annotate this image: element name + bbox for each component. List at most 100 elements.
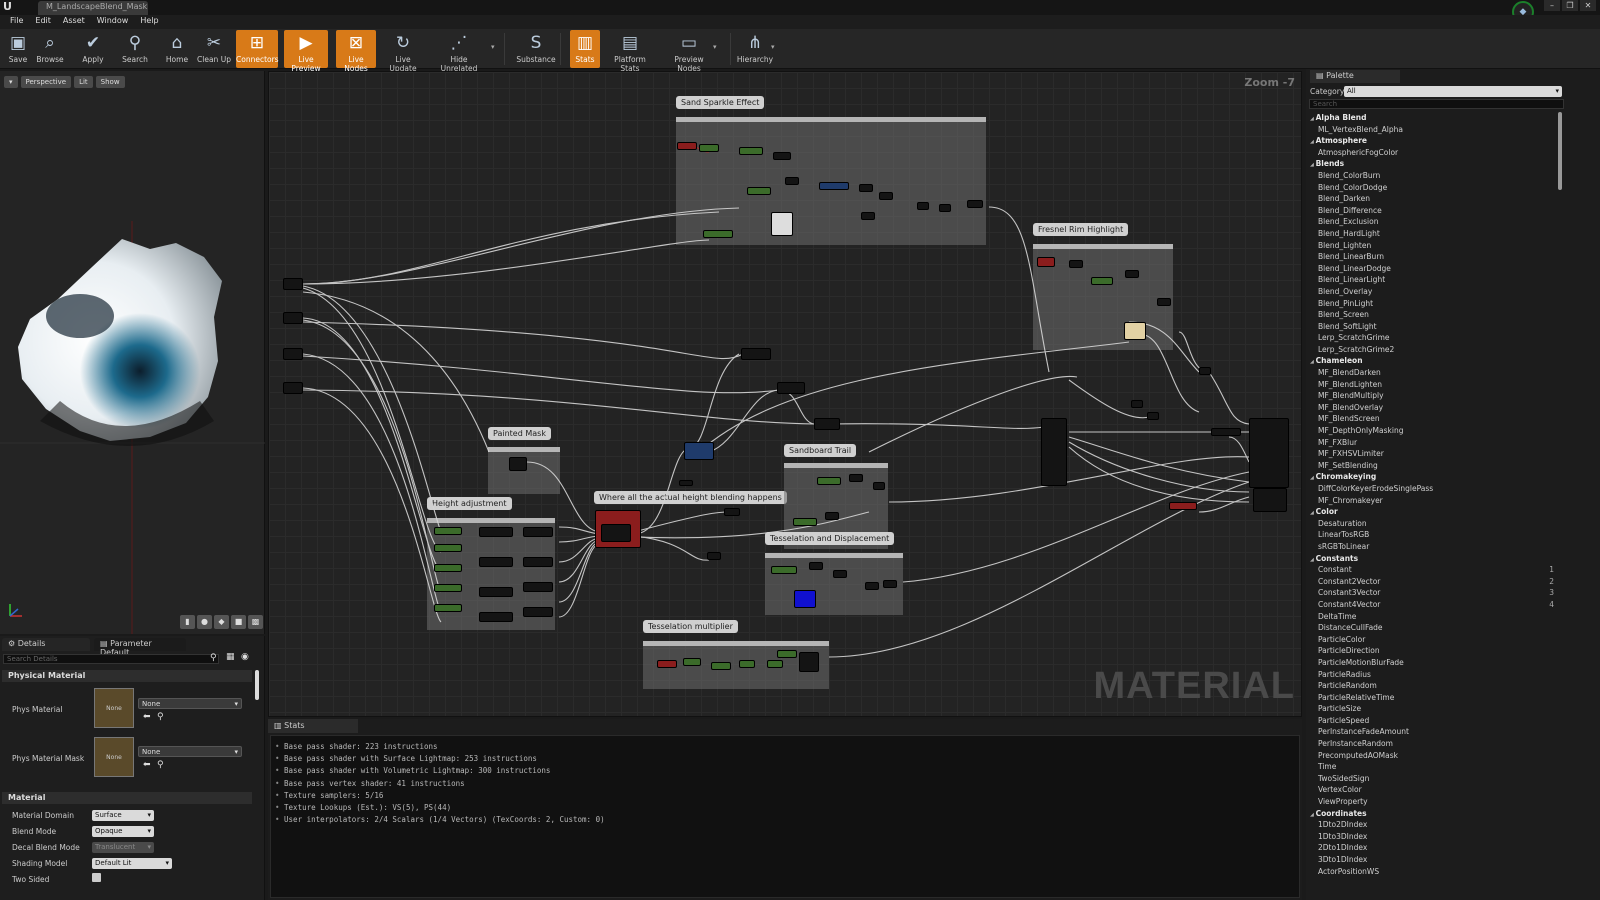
comment-box-fresnel[interactable] [1033,244,1173,350]
palette-item[interactable]: PrecomputedAOMask [1308,750,1558,762]
palette-item[interactable]: Blend_Exclusion [1308,216,1558,228]
palette-item[interactable]: MF_BlendMultiply [1308,390,1558,402]
menu-file[interactable]: File [10,16,24,25]
show-button[interactable]: Show [95,76,125,88]
graph-node[interactable] [283,312,303,324]
graph-node[interactable] [724,508,740,516]
graph-node[interactable] [741,348,771,360]
view-grid-icon[interactable]: ▦ [226,652,235,662]
phys-material-thumbnail[interactable]: None [94,688,134,728]
palette-scrollbar[interactable] [1558,112,1562,190]
graph-node[interactable] [1091,277,1113,285]
shading-model-select[interactable]: Default Lit [92,858,172,869]
apply-button[interactable]: ✔Apply [80,30,106,68]
graph-node[interactable] [434,527,462,535]
live-preview-button[interactable]: ▶Live Preview [284,30,328,73]
palette-category[interactable]: Color [1308,506,1558,518]
graph-node[interactable] [684,442,714,460]
plane-icon[interactable]: ◆ [214,615,229,629]
graph-node[interactable] [1125,270,1139,278]
perspective-button[interactable]: Perspective [20,76,72,88]
comment-box-sand-sparkle[interactable] [676,117,986,245]
palette-item[interactable]: ParticleDirection [1308,645,1558,657]
menu-asset[interactable]: Asset [62,16,85,25]
palette-item[interactable]: Blend_ColorDodge [1308,182,1558,194]
graph-node[interactable] [873,482,885,490]
graph-node[interactable] [707,552,721,560]
graph-node[interactable] [809,562,823,570]
graph-node[interactable] [739,147,763,155]
close-button[interactable]: ✕ [1580,0,1596,11]
palette-item[interactable]: MF_FXBlur [1308,437,1558,449]
comment-box-tesselation-displacement[interactable] [765,553,903,615]
comment-title-tesselation-displacement[interactable]: Tesselation and Displacement [765,532,895,545]
graph-node[interactable] [523,582,553,592]
comment-title-sandboard-trail[interactable]: Sandboard Trail [784,444,857,457]
use-selected-arrow-icon[interactable]: ⬅ [143,760,151,770]
browse-magnifier-icon[interactable]: ⚲ [157,760,164,770]
texture-sample-node[interactable] [771,212,793,236]
palette-item[interactable]: Desaturation [1308,518,1558,530]
palette-category[interactable]: Constants [1308,553,1558,565]
graph-node[interactable] [283,278,303,290]
palette-item[interactable]: LinearTosRGB [1308,529,1558,541]
platform-stats-button[interactable]: ▤Platform Stats [606,30,654,73]
palette-item[interactable]: Blend_PinLight [1308,298,1558,310]
connectors-button[interactable]: ⊞Connectors [236,30,279,68]
graph-node[interactable] [283,382,303,394]
comment-title-height-adjustment[interactable]: Height adjustment [427,497,512,510]
graph-node[interactable] [747,187,771,195]
palette-item[interactable]: Blend_Screen [1308,309,1558,321]
palette-item[interactable]: PerInstanceFadeAmount [1308,726,1558,738]
graph-node[interactable] [434,584,462,592]
phys-material-mask-picker[interactable]: None [138,746,242,758]
graph-node[interactable] [865,582,879,590]
palette-item[interactable]: VertexColor [1308,784,1558,796]
stats-button[interactable]: ▥Stats [570,30,600,68]
preview-nodes-dropdown-icon[interactable]: ▾ [713,43,717,51]
preview-nodes-button[interactable]: ▭Preview Nodes [664,30,714,73]
graph-node[interactable] [967,200,983,208]
preview-viewport[interactable] [0,71,265,634]
tab-parameter-defaults[interactable]: ▤ Parameter Default [94,638,186,657]
comment-title-painted-mask[interactable]: Painted Mask [488,427,551,440]
minimize-button[interactable]: – [1544,0,1560,11]
palette-item[interactable]: Blend_ColorBurn [1308,170,1558,182]
graph-node[interactable] [785,177,799,185]
comment-title-tesselation-multiplier[interactable]: Tesselation multiplier [643,620,738,633]
graph-node[interactable] [1169,502,1197,510]
palette-item[interactable]: Blend_Difference [1308,205,1558,217]
graph-node[interactable] [683,658,701,666]
palette-item[interactable]: TwoSidedSign [1308,773,1558,785]
palette-item[interactable]: 1Dto2DIndex [1308,819,1558,831]
graph-node[interactable] [833,570,847,578]
phys-material-picker[interactable]: None [138,698,242,710]
graph-node[interactable] [679,480,693,486]
phys-material-mask-thumbnail[interactable]: None [94,737,134,777]
graph-node[interactable] [793,518,817,526]
palette-item[interactable]: ParticleSize [1308,703,1558,715]
hide-unrelated-button[interactable]: ⋰Hide Unrelated [432,30,486,73]
tab-details[interactable]: ⚙ Details [2,638,90,651]
palette-item[interactable]: DeltaTime [1308,611,1558,623]
tab-stats[interactable]: ▥ Stats [268,719,358,733]
palette-item[interactable]: MF_BlendLighten [1308,379,1558,391]
graph-node[interactable] [711,662,731,670]
graph-node[interactable] [849,474,863,482]
material-graph[interactable]: Zoom -7 Sand Sparkle Effect Fresnel Rim … [268,71,1302,717]
palette-item[interactable]: Blend_Overlay [1308,286,1558,298]
palette-item[interactable]: ParticleRadius [1308,669,1558,681]
palette-item[interactable]: Blend_Lighten [1308,240,1558,252]
palette-item[interactable]: sRGBToLinear [1308,541,1558,553]
graph-node[interactable] [523,607,553,617]
graph-node[interactable] [434,564,462,572]
palette-item[interactable]: Time [1308,761,1558,773]
hierarchy-button[interactable]: ⋔Hierarchy [736,30,774,68]
live-nodes-button[interactable]: ⊠Live Nodes [336,30,376,73]
palette-item[interactable]: ML_VertexBlend_Alpha [1308,124,1558,136]
graph-node[interactable] [509,457,527,471]
